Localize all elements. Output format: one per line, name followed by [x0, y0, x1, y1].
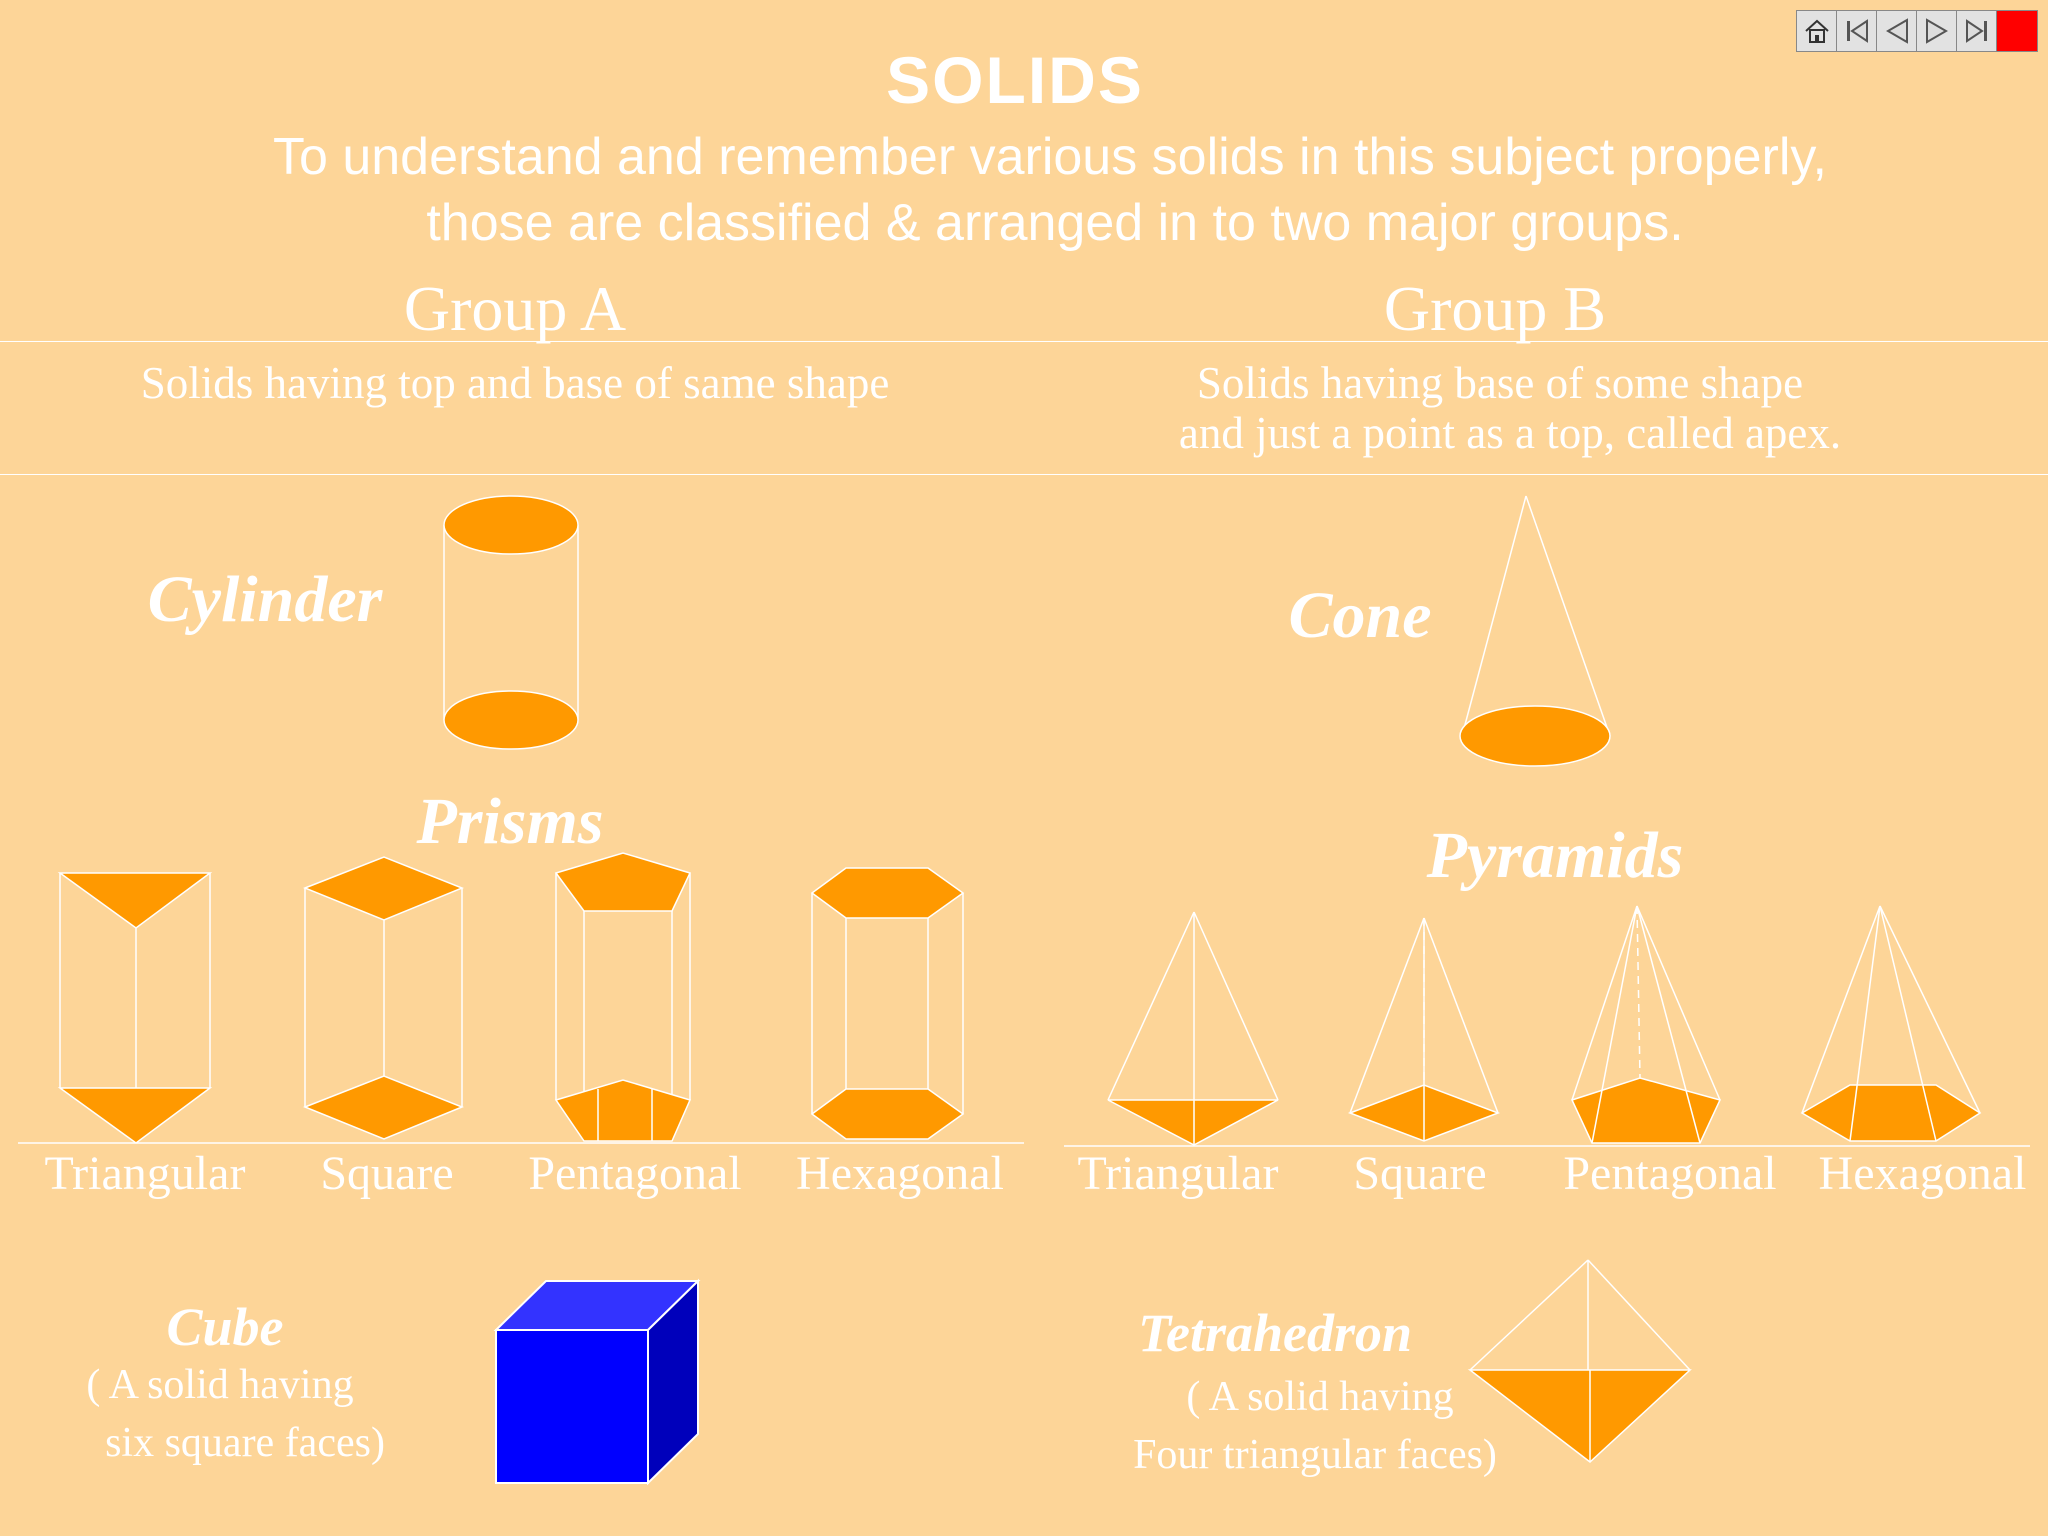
cube-label: Cube	[166, 1297, 284, 1357]
tetrahedron-note-line-1: ( A solid having	[1186, 1374, 1454, 1420]
pyramid-label-hexagonal: Hexagonal	[1818, 1147, 2027, 1200]
prisms-label: Prisms	[416, 785, 604, 858]
home-icon	[1804, 19, 1829, 43]
prism-label-hexagonal: Hexagonal	[796, 1147, 1004, 1200]
group-a-description: Solids having top and base of same shape	[140, 358, 890, 408]
page-title: SOLIDS	[886, 43, 1144, 117]
divider-bottom	[0, 474, 2048, 475]
stop-button[interactable]	[1997, 11, 2037, 51]
hexagonal-pyramid-figure	[1800, 905, 1982, 1142]
group-b-title: Group B	[1383, 273, 1607, 344]
triangular-prism-figure	[57, 872, 213, 1144]
pyramid-label-triangular: Triangular	[1077, 1147, 1279, 1200]
cylinder-label: Cylinder	[147, 563, 383, 636]
first-slide-icon	[1846, 19, 1868, 43]
previous-slide-button[interactable]	[1877, 11, 1917, 51]
pyramid-label-square: Square	[1353, 1147, 1487, 1200]
cube-note-line-1: ( A solid having	[86, 1362, 354, 1408]
cylinder-figure	[443, 495, 579, 750]
tetrahedron-label: Tetrahedron	[1137, 1303, 1413, 1363]
pyramid-label-pentagonal: Pentagonal	[1563, 1147, 1777, 1200]
cone-label: Cone	[1288, 579, 1432, 652]
group-a-title: Group A	[403, 273, 627, 344]
subtitle-line-1: To understand and remember various solid…	[272, 128, 1828, 186]
prism-label-square: Square	[320, 1147, 454, 1200]
cube-figure	[493, 1278, 701, 1486]
hexagonal-prism-figure	[810, 867, 965, 1140]
last-slide-button[interactable]	[1957, 11, 1997, 51]
pentagonal-pyramid-figure	[1570, 905, 1722, 1144]
slide-navigation	[1796, 10, 2038, 52]
prism-label-triangular: Triangular	[44, 1147, 246, 1200]
group-b-description-line-2: and just a point as a top, called apex.	[1178, 408, 1842, 458]
previous-slide-icon	[1885, 18, 1908, 44]
group-b-description-line-1: Solids having base of some shape	[1196, 358, 1804, 408]
pentagonal-prism-figure	[554, 852, 692, 1142]
last-slide-icon	[1965, 19, 1987, 43]
triangular-pyramid-figure	[1107, 911, 1279, 1146]
tetrahedron-figure	[1467, 1259, 1692, 1463]
tetrahedron-note-line-2: Four triangular faces)	[1133, 1432, 1497, 1478]
pyramids-label: Pyramids	[1426, 819, 1684, 892]
next-slide-icon	[1925, 18, 1948, 44]
divider-top	[0, 341, 2048, 342]
cone-figure	[1459, 495, 1611, 767]
square-prism-figure	[302, 856, 465, 1140]
first-slide-button[interactable]	[1837, 11, 1877, 51]
subtitle-line-2: those are classified & arranged in to tw…	[426, 194, 1684, 252]
home-button[interactable]	[1797, 11, 1837, 51]
next-slide-button[interactable]	[1917, 11, 1957, 51]
cube-note-line-2: six square faces)	[105, 1420, 385, 1466]
square-pyramid-figure	[1347, 917, 1501, 1142]
prism-label-pentagonal: Pentagonal	[528, 1147, 742, 1200]
